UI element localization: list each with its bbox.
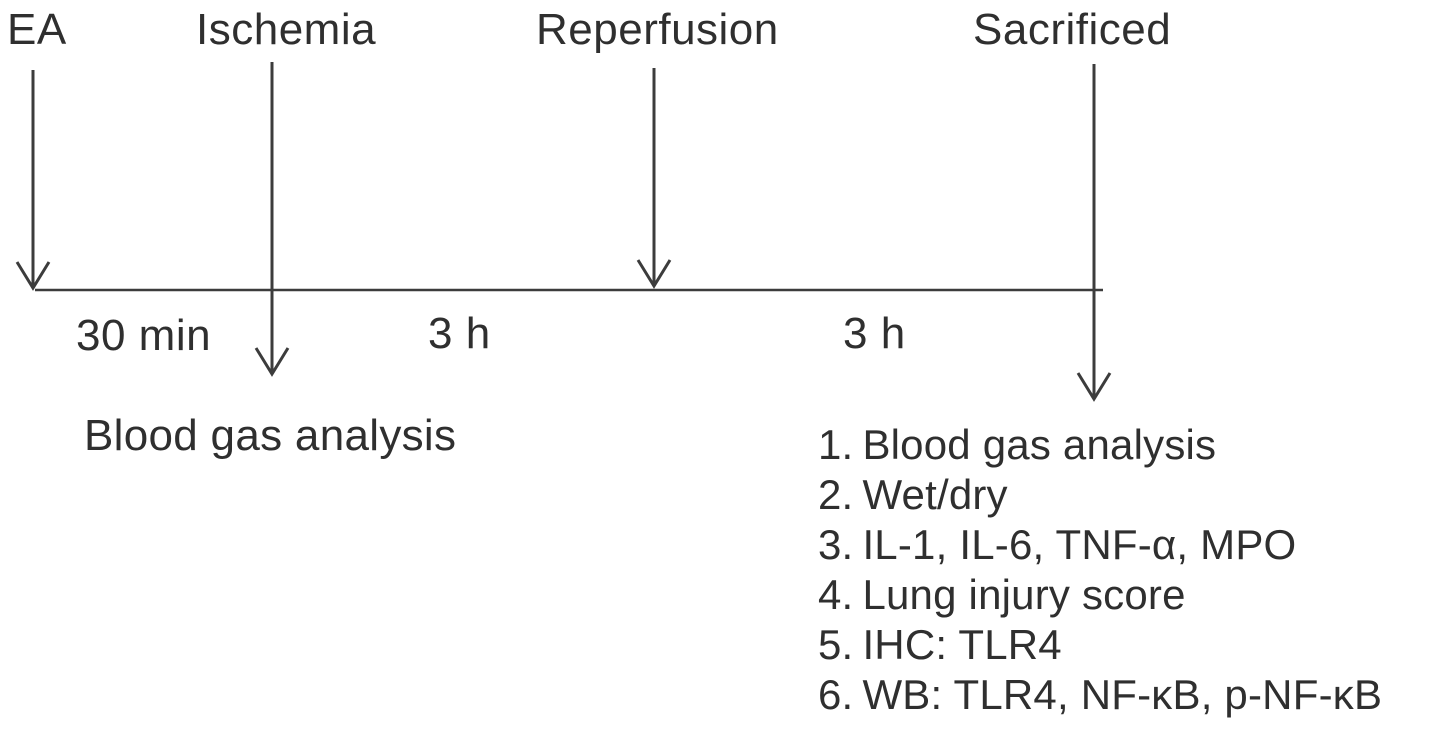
assessment-list-item: 6.WB: TLR4, NF-κB, p-NF-κB (818, 670, 1382, 720)
assessment-item-label: Blood gas analysis (862, 421, 1217, 468)
ea-down-arrow-icon (15, 70, 51, 291)
assessment-item-number: 3. (818, 521, 854, 568)
assessment-item-label: Wet/dry (862, 471, 1008, 518)
assessment-item-number: 1. (818, 421, 854, 468)
sacrificed-assessment-list: 1.Blood gas analysis 2.Wet/dry 3.IL-1, I… (818, 420, 1382, 720)
sacrificed-down-arrow-icon (1076, 64, 1112, 402)
assessment-item-label: IL-1, IL-6, TNF-α, MPO (862, 521, 1297, 568)
assessment-list-item: 2.Wet/dry (818, 470, 1382, 520)
ischemia-down-arrow-icon (254, 62, 290, 377)
assessment-item-number: 4. (818, 571, 854, 618)
interval-label-30min: 30 min (76, 311, 212, 360)
assessment-item-number: 6. (818, 671, 854, 718)
interval-label-3h-second: 3 h (843, 309, 906, 358)
assessment-item-label: WB: TLR4, NF-κB, p-NF-κB (862, 671, 1383, 718)
reperfusion-down-arrow-icon (636, 68, 672, 289)
assessment-item-number: 2. (818, 471, 854, 518)
event-label-ischemia: Ischemia (196, 5, 377, 54)
event-label-sacrificed: Sacrificed (973, 5, 1172, 54)
assessment-list-item: 3.IL-1, IL-6, TNF-α, MPO (818, 520, 1382, 570)
event-label-reperfusion: Reperfusion (536, 5, 779, 54)
assessment-item-label: IHC: TLR4 (862, 621, 1062, 668)
assessment-list-item: 5.IHC: TLR4 (818, 620, 1382, 670)
assessment-list-item: 1.Blood gas analysis (818, 420, 1382, 470)
interval-label-3h-first: 3 h (428, 309, 491, 358)
assessment-list-item: 4.Lung injury score (818, 570, 1382, 620)
ischemia-blood-gas-note: Blood gas analysis (84, 411, 457, 460)
assessment-item-number: 5. (818, 621, 854, 668)
event-label-ea: EA (7, 5, 67, 54)
assessment-item-label: Lung injury score (862, 571, 1186, 618)
